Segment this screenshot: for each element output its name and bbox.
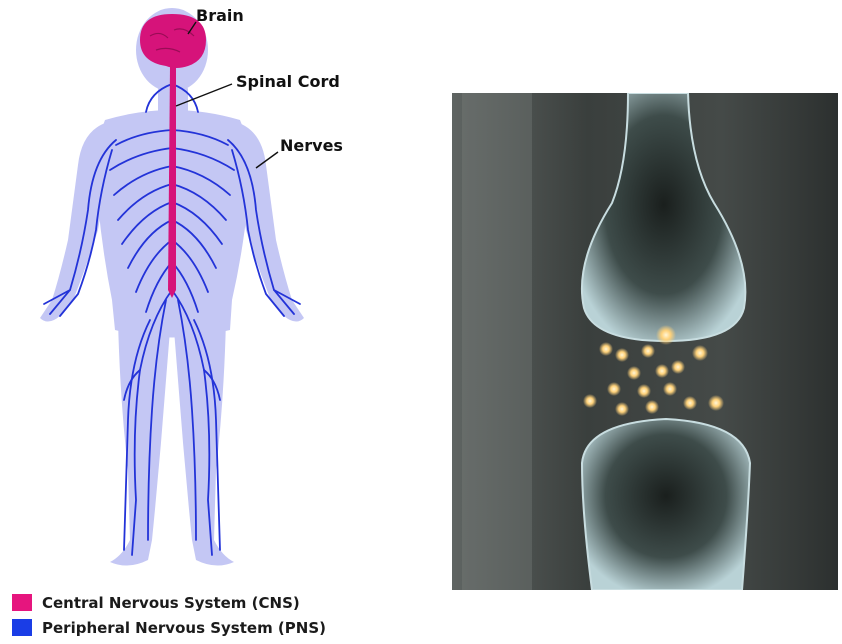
- synapse-image: [452, 93, 838, 590]
- legend-label-pns: Peripheral Nervous System (PNS): [42, 619, 326, 637]
- cns-color-swatch: [12, 594, 32, 611]
- legend: Central Nervous System (CNS) Peripheral …: [12, 590, 326, 640]
- spinal-cord-label: Spinal Cord: [236, 72, 340, 91]
- nervous-system-diagram: Brain Spinal Cord Nerves: [0, 0, 360, 585]
- postsynaptic-terminal: [582, 419, 750, 590]
- legend-item-cns: Central Nervous System (CNS): [12, 590, 326, 615]
- synapse-illustration: [452, 93, 838, 590]
- legend-item-pns: Peripheral Nervous System (PNS): [12, 615, 326, 640]
- brain-label: Brain: [196, 6, 244, 25]
- nerves-label: Nerves: [280, 136, 343, 155]
- pns-color-swatch: [12, 619, 32, 636]
- legend-label-cns: Central Nervous System (CNS): [42, 594, 300, 612]
